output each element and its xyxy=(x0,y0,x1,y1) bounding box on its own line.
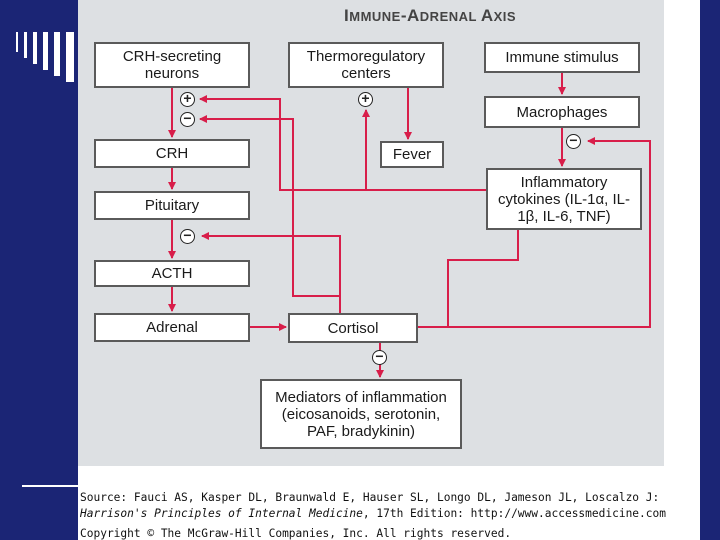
node-acth: ACTH xyxy=(94,260,250,287)
node-immune-stimulus: Immune stimulus xyxy=(484,42,640,73)
arrow-cortisol-inhibit-pituitary xyxy=(201,232,341,313)
minus-sign-crh-neurons: − xyxy=(180,111,195,127)
node-adrenal: Adrenal xyxy=(94,313,250,342)
minus-sign-macrophages: − xyxy=(566,133,581,149)
diagram-figure: IMMUNE-ADRENAL AXIS xyxy=(78,0,664,466)
arrow-cortisol-to-crh-neurons xyxy=(418,230,519,328)
slide-divider-line xyxy=(22,485,80,487)
caption-book: Harrison's Principles of Internal Medici… xyxy=(80,507,666,520)
caption-source: Source: Fauci AS, Kasper DL, Braunwald E… xyxy=(80,491,660,504)
arrow-cytokines-to-crh-neurons xyxy=(199,95,486,191)
node-crh: CRH xyxy=(94,139,250,168)
diagram-title: IMMUNE-ADRENAL AXIS xyxy=(344,6,517,25)
arrow-cortisol-inhibit-macrophages xyxy=(418,137,651,328)
minus-sign-mediators: − xyxy=(372,349,387,365)
node-crh-secreting-neurons: CRH-secreting neurons xyxy=(94,42,250,88)
node-inflammatory-cytokines: Inflammatory cytokines (IL-1α, IL-1β, IL… xyxy=(486,168,642,230)
node-mediators-of-inflammation: Mediators of inflammation (eicosanoids, … xyxy=(260,379,462,449)
slide-stripes-decoration xyxy=(16,32,74,82)
node-pituitary: Pituitary xyxy=(94,191,250,220)
node-thermoregulatory-centers: Thermoregulatory centers xyxy=(288,42,444,88)
plus-sign-crh-neurons: + xyxy=(180,91,195,107)
plus-sign-thermo: + xyxy=(358,91,373,107)
node-cortisol: Cortisol xyxy=(288,313,418,343)
node-macrophages: Macrophages xyxy=(484,96,640,128)
node-fever: Fever xyxy=(380,141,444,168)
minus-sign-pituitary: − xyxy=(180,228,195,244)
figure-caption: Source: Fauci AS, Kasper DL, Braunwald E… xyxy=(78,466,700,540)
caption-copyright: Copyright © The McGraw-Hill Companies, I… xyxy=(80,527,512,540)
right-white-margin xyxy=(664,0,700,540)
diagram-arrows xyxy=(168,73,651,378)
